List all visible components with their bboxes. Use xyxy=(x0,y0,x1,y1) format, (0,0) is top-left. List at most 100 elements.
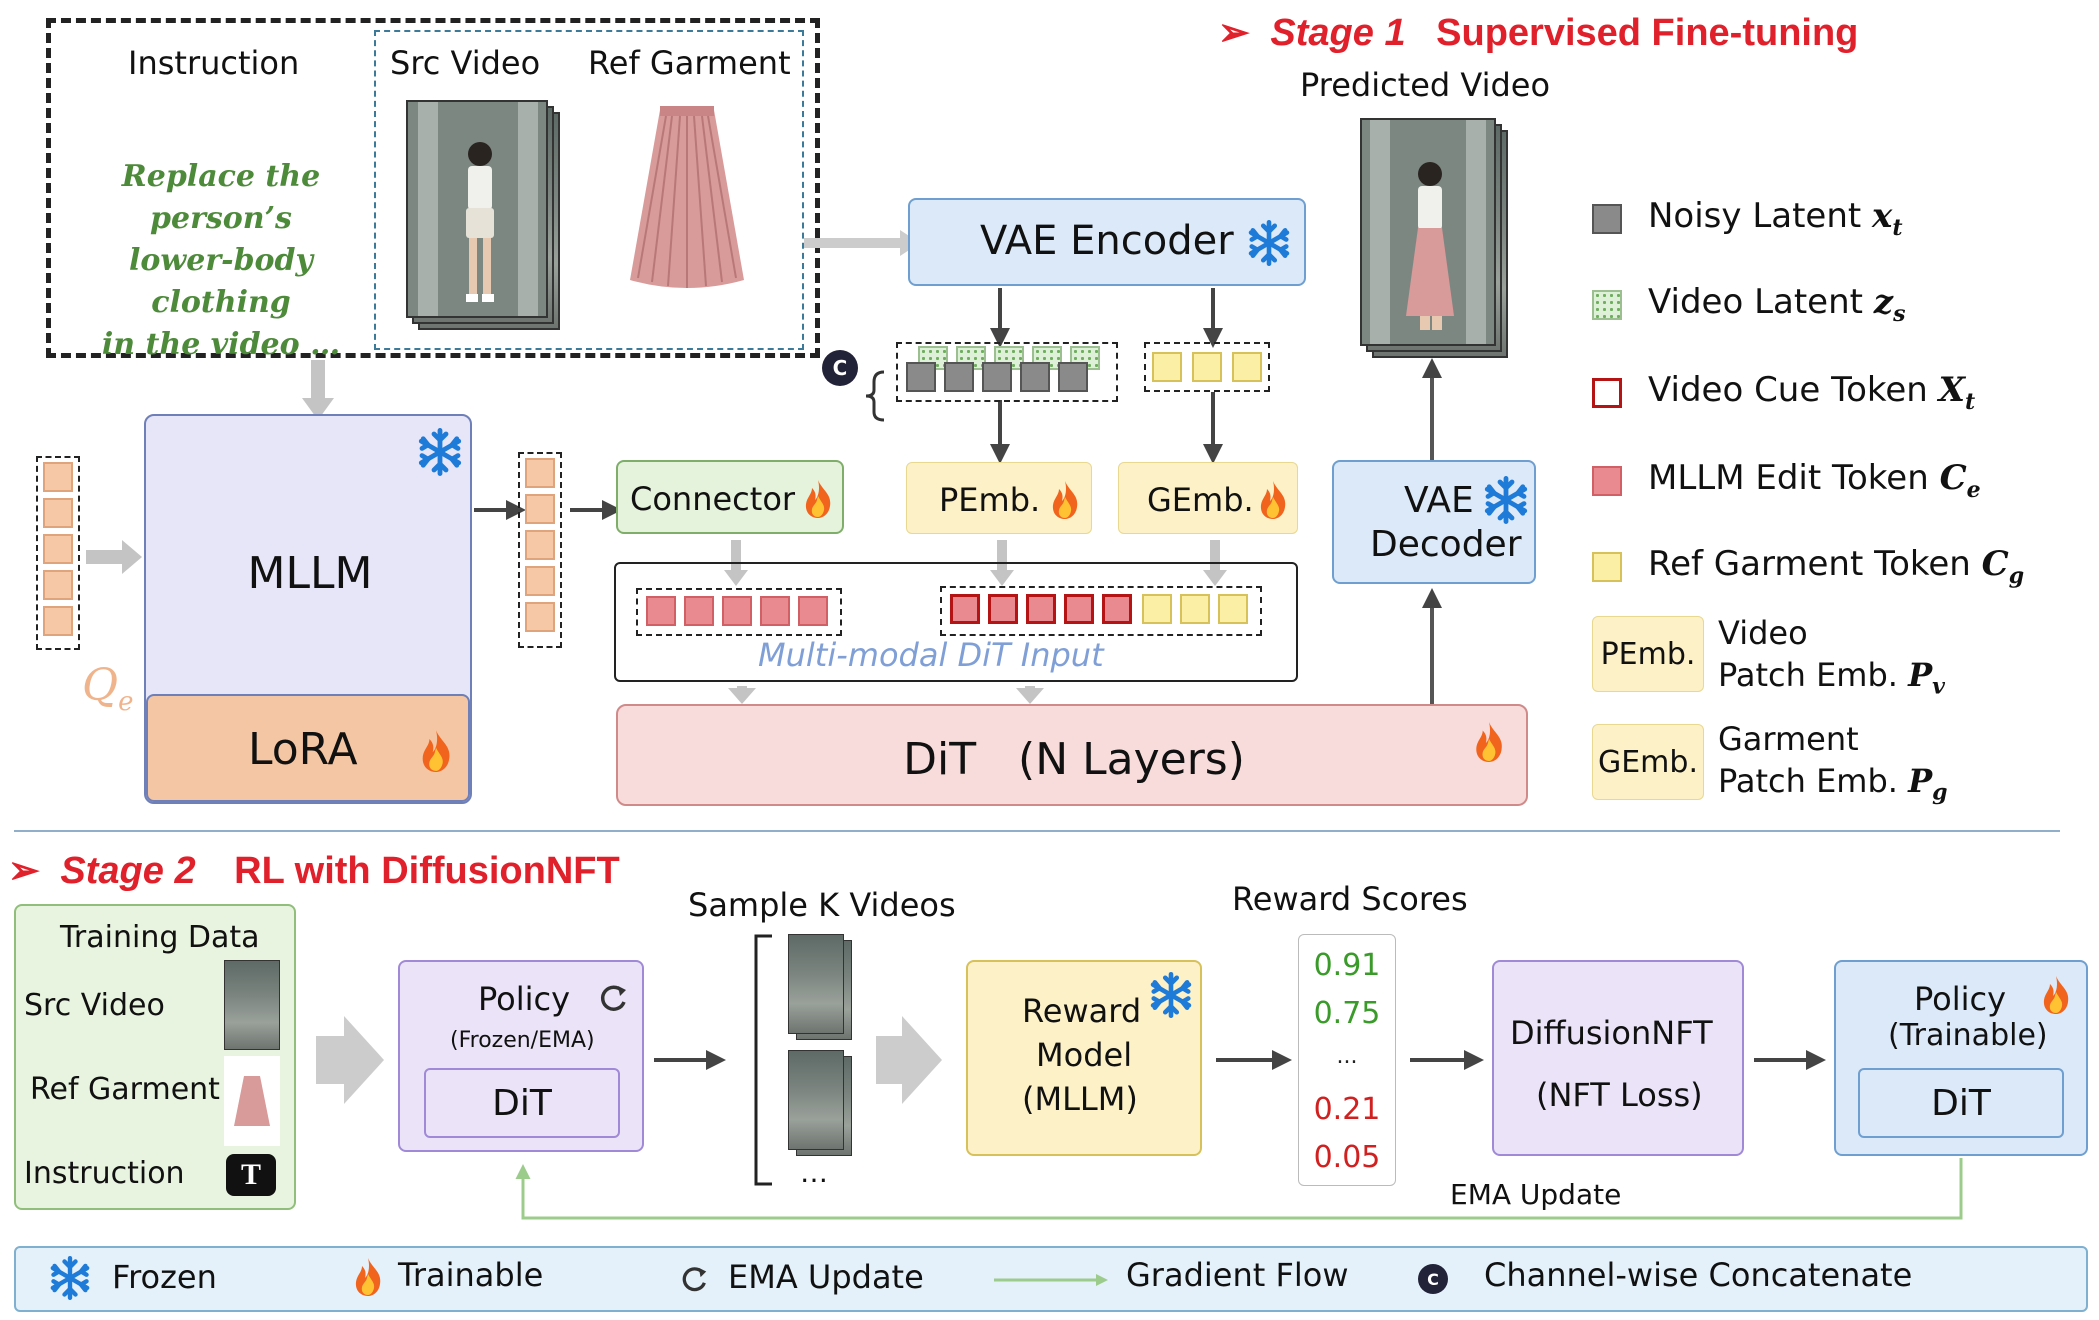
legend-cue-label: Video Cue Token xyxy=(1648,370,1928,410)
edit-token-group xyxy=(636,588,842,636)
cue-token xyxy=(950,594,980,624)
legend-garment-icon xyxy=(1592,552,1622,582)
training-instruction-label: Instruction xyxy=(24,1156,185,1191)
stage1-title: ➢ Stage 1 Supervised Fine-tuning xyxy=(1218,10,1858,55)
concat-legend-symbol: C xyxy=(1427,1269,1439,1289)
mllm-output-token xyxy=(525,566,555,596)
latent-token-group xyxy=(896,342,1118,402)
legend-frozen-label: Frozen xyxy=(112,1258,217,1296)
query-subscript: e xyxy=(118,686,134,717)
legend-gemb-line2: Patch Emb. Pg xyxy=(1718,762,1948,805)
query-token xyxy=(43,606,73,636)
fire-icon xyxy=(422,730,450,772)
legend-trainable-label: Trainable xyxy=(398,1256,544,1294)
reward-model-line3: (MLLM) xyxy=(1022,1080,1138,1118)
training-src-video-thumb xyxy=(224,960,280,1050)
reward-score-value: 0.05 xyxy=(1313,1140,1381,1175)
noisy-latent-token xyxy=(982,362,1012,392)
query-token xyxy=(43,498,73,528)
reward-model-line1: Reward xyxy=(1022,992,1142,1030)
mllm-output-token-group xyxy=(518,452,562,648)
mllm-label: MLLM xyxy=(247,548,373,599)
edit-token xyxy=(684,596,714,626)
instruction-line-2: lower-body clothing xyxy=(129,243,313,320)
diffusionnft-line1: DiffusionNFT xyxy=(1510,1014,1713,1052)
cue-token xyxy=(1064,594,1094,624)
legend-pemb-line2-label: Patch Emb. xyxy=(1718,656,1898,694)
dit-input-label: Multi-modal DiT Input xyxy=(758,636,1104,674)
legend-gradient-label: Gradient Flow xyxy=(1126,1256,1349,1294)
vae-decoder-block: VAE Decoder xyxy=(1332,460,1536,584)
legend-edit-sub: e xyxy=(1966,476,1981,503)
concat-legend-icon: C xyxy=(1418,1264,1448,1294)
policy-frozen-title: Policy xyxy=(478,980,571,1018)
connector-block: Connector xyxy=(616,460,844,534)
reward-score-value: ... xyxy=(1336,1044,1358,1069)
ema-update-label: EMA Update xyxy=(1450,1178,1622,1211)
policy-trainable-title: Policy xyxy=(1914,980,2007,1018)
gemb-label: GEmb. xyxy=(1147,481,1254,519)
legend-pemb-sub: v xyxy=(1932,673,1945,700)
refresh-icon xyxy=(682,1267,707,1292)
pemb-block: PEmb. xyxy=(906,462,1092,534)
legend-garment-sub: g xyxy=(2008,562,2025,589)
stage2-name: RL with DiffusionNFT xyxy=(234,850,620,892)
stage-separator xyxy=(14,830,2060,832)
snowflake-icon xyxy=(416,428,464,476)
text-icon: T xyxy=(226,1154,276,1196)
snowflake-icon xyxy=(48,1256,92,1300)
legend-video: Video Latent zs xyxy=(1648,282,1906,327)
predicted-video-frame xyxy=(1360,118,1496,346)
legend-gemb-line2-label: Patch Emb. xyxy=(1718,762,1898,800)
snowflake-icon xyxy=(1246,220,1292,266)
legend-edit-label: MLLM Edit Token xyxy=(1648,458,1929,498)
cue-token xyxy=(1026,594,1056,624)
legend-edit: MLLM Edit Token Ce xyxy=(1648,458,1981,503)
video-garment-region xyxy=(374,30,804,350)
reward-model-line2: Model xyxy=(1036,1036,1133,1074)
stage1-name: Supervised Fine-tuning xyxy=(1436,12,1859,54)
query-token xyxy=(43,534,73,564)
legend-garment: Ref Garment Token Cg xyxy=(1648,544,2024,589)
reward-scores-title: Reward Scores xyxy=(1232,880,1468,918)
reward-score-value: 0.21 xyxy=(1313,1092,1381,1127)
stage2-label: Stage 2 xyxy=(60,850,196,892)
legend-cue: Video Cue Token Xt xyxy=(1648,370,1975,415)
stage1-arrow-icon: ➢ xyxy=(1218,12,1250,54)
policy-trainable-dit-label: DiT xyxy=(1931,1082,1991,1124)
pemb-label: PEmb. xyxy=(939,481,1041,519)
legend-garment-math: C xyxy=(1981,544,2009,584)
policy-frozen-dit: DiT xyxy=(424,1068,620,1138)
noisy-latent-token xyxy=(944,362,974,392)
input-region xyxy=(46,18,820,358)
training-garment-thumb xyxy=(224,1056,280,1146)
garment-token xyxy=(1218,594,1248,624)
sample-bracket xyxy=(754,934,772,1186)
instruction-line-1: Replace the person’s xyxy=(121,159,321,236)
edit-token xyxy=(722,596,752,626)
text-icon-glyph: T xyxy=(240,1158,261,1191)
ref-garment-header: Ref Garment xyxy=(588,44,791,82)
fire-icon xyxy=(1476,722,1502,762)
training-ref-garment-label: Ref Garment xyxy=(30,1072,220,1107)
legend-gemb-badge-label: GEmb. xyxy=(1597,744,1698,780)
vae-encoder-label: VAE Encoder xyxy=(980,218,1234,264)
instruction-line-3: in the video … xyxy=(101,327,341,362)
mllm-output-token xyxy=(525,458,555,488)
legend-noisy-sub: t xyxy=(1892,214,1903,241)
legend-pemb-math: P xyxy=(1908,656,1933,694)
legend-gemb-math: P xyxy=(1908,762,1933,800)
predicted-video-label: Predicted Video xyxy=(1300,66,1551,104)
person-shorts-illustration xyxy=(408,102,546,316)
noisy-latent-token xyxy=(906,362,936,392)
reward-score-value: 0.91 xyxy=(1313,948,1381,983)
policy-trainable-dit: DiT xyxy=(1858,1068,2064,1138)
connector-label: Connector xyxy=(630,480,796,518)
legend-noisy-label: Noisy Latent xyxy=(1648,196,1862,236)
garment-token xyxy=(1232,352,1262,382)
concat-circle-icon: C xyxy=(822,350,858,386)
edit-token xyxy=(798,596,828,626)
legend-noisy-icon xyxy=(1592,204,1622,234)
sample-ellipsis: … xyxy=(800,1156,828,1189)
refresh-icon xyxy=(600,985,626,1011)
